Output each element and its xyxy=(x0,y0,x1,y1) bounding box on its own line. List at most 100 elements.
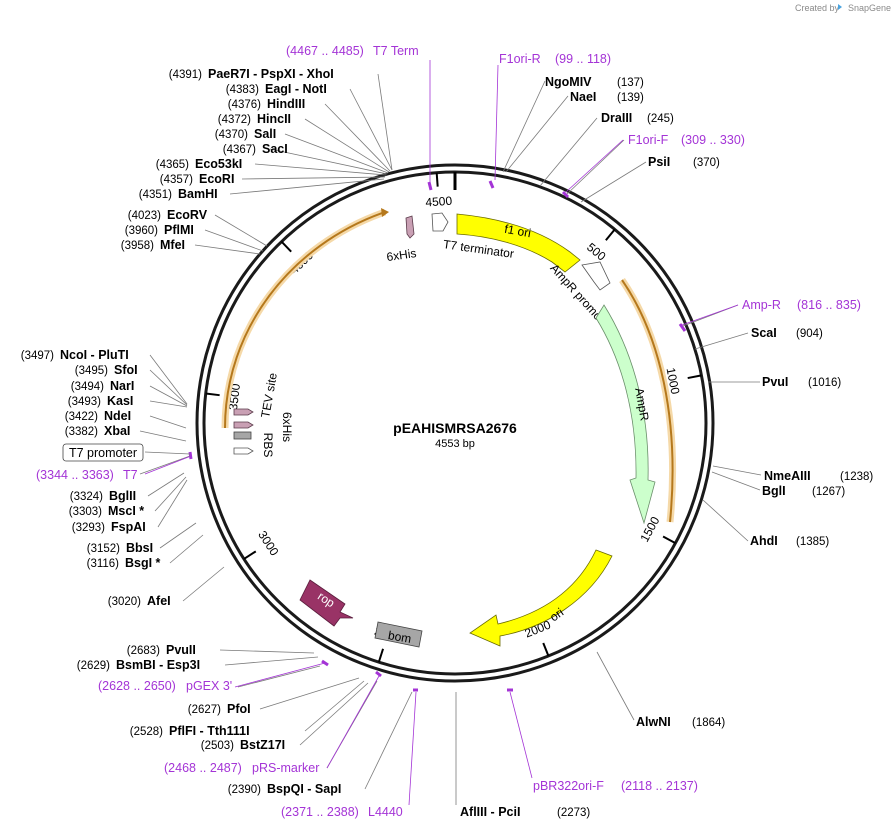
primer-name: T7 xyxy=(123,468,138,482)
enzyme-label[interactable]: (3293)FspAI xyxy=(72,520,146,534)
enzyme-name: PvuII xyxy=(166,643,196,657)
enzyme-label[interactable]: (3497)NcoI - PluTI xyxy=(21,348,129,362)
enzyme-label[interactable]: (4023)EcoRV xyxy=(128,208,208,222)
enzyme-label[interactable]: (3303)MscI * xyxy=(69,504,145,518)
enzyme-name: SalI xyxy=(254,127,276,141)
orf-left-arc[interactable] xyxy=(224,211,386,429)
primer-position: (99 .. 118) xyxy=(555,52,611,66)
enzyme-name: PsiI xyxy=(648,155,670,169)
enzyme-position: (4391) xyxy=(169,69,202,81)
enzyme-name: ScaI xyxy=(751,326,777,340)
enzyme-label[interactable]: (4376)HindIII xyxy=(228,97,305,111)
enzyme-label[interactable]: (4367)SacI xyxy=(223,142,288,156)
enzyme-label[interactable]: (4365)Eco53kI xyxy=(156,157,243,171)
rop-arrow[interactable] xyxy=(299,579,354,627)
enzyme-label[interactable]: (2683)PvuII xyxy=(127,643,196,657)
enzyme-label[interactable]: BglI(1267) xyxy=(762,484,845,498)
enzyme-name: HindIII xyxy=(267,97,305,111)
enzyme-label-bottom[interactable]: AflIII - PciI (2273) xyxy=(460,805,590,819)
enzyme-name: EcoRI xyxy=(199,172,234,186)
tick-mark xyxy=(205,392,220,397)
enzyme-label[interactable]: (4370)SalI xyxy=(215,127,277,141)
orf-right-arc[interactable] xyxy=(621,279,674,523)
credit-prefix: Created by xyxy=(795,3,840,13)
his-tag-left-arrow[interactable] xyxy=(233,421,254,429)
enzyme-label[interactable]: (2627)PfoI xyxy=(188,702,251,716)
enzyme-label[interactable]: (3494)NarI xyxy=(71,379,135,393)
primer-label[interactable]: (2371 .. 2388)L4440 xyxy=(281,805,403,819)
enzyme-label[interactable]: (2629)BsmBI - Esp3I xyxy=(77,658,200,672)
enzyme-label[interactable]: (3324)BglII xyxy=(70,489,136,503)
enzyme-label[interactable]: PsiI(370) xyxy=(648,155,720,169)
enzyme-label[interactable]: NmeAIII(1238) xyxy=(764,469,873,483)
enzyme-position: (3324) xyxy=(70,491,103,503)
enzyme-label[interactable]: ScaI (904) xyxy=(751,326,823,340)
primer-label[interactable]: (99 .. 118)F1ori-R xyxy=(499,52,611,66)
enzyme-name: BsmBI - Esp3I xyxy=(116,658,200,672)
enzyme-label[interactable]: (3960)PflMI xyxy=(125,223,194,237)
enzyme-label[interactable]: (4357)EcoRI xyxy=(160,172,235,186)
primer-label[interactable]: (816 .. 835)Amp-R xyxy=(742,298,861,312)
primer-label[interactable]: (309 .. 330)F1ori-F xyxy=(628,133,745,147)
enzyme-label[interactable]: (2528)PflFI - Tth111I xyxy=(130,724,250,738)
primer-label[interactable]: (2628 .. 2650)pGEX 3' xyxy=(98,679,232,693)
his-tag-top-box[interactable] xyxy=(405,215,415,239)
enzyme-label[interactable]: (3422)NdeI xyxy=(65,409,131,423)
enzyme-label[interactable]: (3958)MfeI xyxy=(121,238,185,252)
enzyme-label[interactable]: (4391)PaeR7I - PspXI - XhoI xyxy=(169,67,334,81)
primer-label[interactable]: (4467 .. 4485)T7 Term xyxy=(286,44,419,58)
tev-site-arrow[interactable] xyxy=(233,408,254,416)
his-tag-top-label: 6xHis xyxy=(386,246,418,264)
enzyme-label[interactable]: (3020)AfeI xyxy=(108,594,171,608)
tick-mark xyxy=(243,550,257,560)
primer-mark-t7 xyxy=(188,451,193,460)
enzyme-label[interactable]: AlwNI(1864) xyxy=(636,715,725,729)
enzyme-label[interactable]: DraIII(245) xyxy=(601,111,674,125)
enzyme-position: (3303) xyxy=(69,506,102,518)
f1-ori-arrow[interactable] xyxy=(456,213,581,273)
ori-arrow[interactable] xyxy=(469,549,613,647)
enzyme-position: (4351) xyxy=(139,189,172,201)
enzyme-label[interactable]: (2390)BspQI - SapI xyxy=(228,782,342,796)
tick-mark xyxy=(605,228,616,241)
primer-name: L4440 xyxy=(368,805,403,819)
enzyme-position: (4383) xyxy=(226,84,259,96)
rbs-box[interactable] xyxy=(233,431,252,440)
enzyme-label[interactable]: (2503)BstZ17I xyxy=(201,738,285,752)
enzyme-position: (4367) xyxy=(223,144,256,156)
t7-promoter-arrow[interactable] xyxy=(233,447,254,455)
ampr-arrow[interactable] xyxy=(595,304,656,525)
plasmid-name: pEAHISMRSA2676 xyxy=(393,420,517,436)
enzyme-labels-left: (4391)PaeR7I - PspXI - XhoI(4383)EagI - … xyxy=(21,67,342,796)
enzyme-label[interactable]: (4351)BamHI xyxy=(139,187,218,201)
primer-label[interactable]: (2468 .. 2487)pRS-marker xyxy=(164,761,319,775)
enzyme-label[interactable]: (3382)XbaI xyxy=(65,424,131,438)
enzyme-name: NmeAIII xyxy=(764,469,811,483)
primer-position: (2468 .. 2487) xyxy=(164,761,242,775)
enzyme-label[interactable]: (3495)SfoI xyxy=(75,363,138,377)
ampr-promoter-arrow[interactable] xyxy=(581,261,611,291)
enzyme-position: (137) xyxy=(617,77,644,89)
enzyme-label[interactable]: (3493)KasI xyxy=(68,394,134,408)
enzyme-label[interactable]: NgoMIV(137) xyxy=(545,75,644,89)
enzyme-label[interactable]: PvuI(1016) xyxy=(762,375,841,389)
enzyme-name: BglI xyxy=(762,484,786,498)
enzyme-label[interactable]: NaeI(139) xyxy=(570,90,644,104)
primer-mark-prs-marker xyxy=(375,670,382,678)
enzyme-label[interactable]: (3152)BbsI xyxy=(87,541,153,555)
primer-mark-f1ori-r xyxy=(488,180,495,189)
t7-promoter-feature-label[interactable]: T7 promoter xyxy=(62,443,144,462)
enzyme-position: (904) xyxy=(796,328,823,340)
ori-label: ori xyxy=(547,605,566,624)
enzyme-name: AlwNI xyxy=(636,715,671,729)
enzyme-label[interactable]: (3116)BsgI * xyxy=(87,556,161,570)
primer-label[interactable]: (3344 .. 3363)T7 xyxy=(36,468,138,482)
primer-label[interactable]: (2118 .. 2137)pBR322ori-F xyxy=(533,779,698,793)
bom-box[interactable] xyxy=(374,621,423,648)
enzyme-label[interactable]: (4383)EagI - NotI xyxy=(226,82,327,96)
enzyme-bottom-name: AflIII - PciI xyxy=(460,805,520,819)
enzyme-label[interactable]: AhdI(1385) xyxy=(750,534,829,548)
enzyme-label[interactable]: (4372)HincII xyxy=(218,112,291,126)
t7-terminator-arrow[interactable] xyxy=(431,212,449,232)
